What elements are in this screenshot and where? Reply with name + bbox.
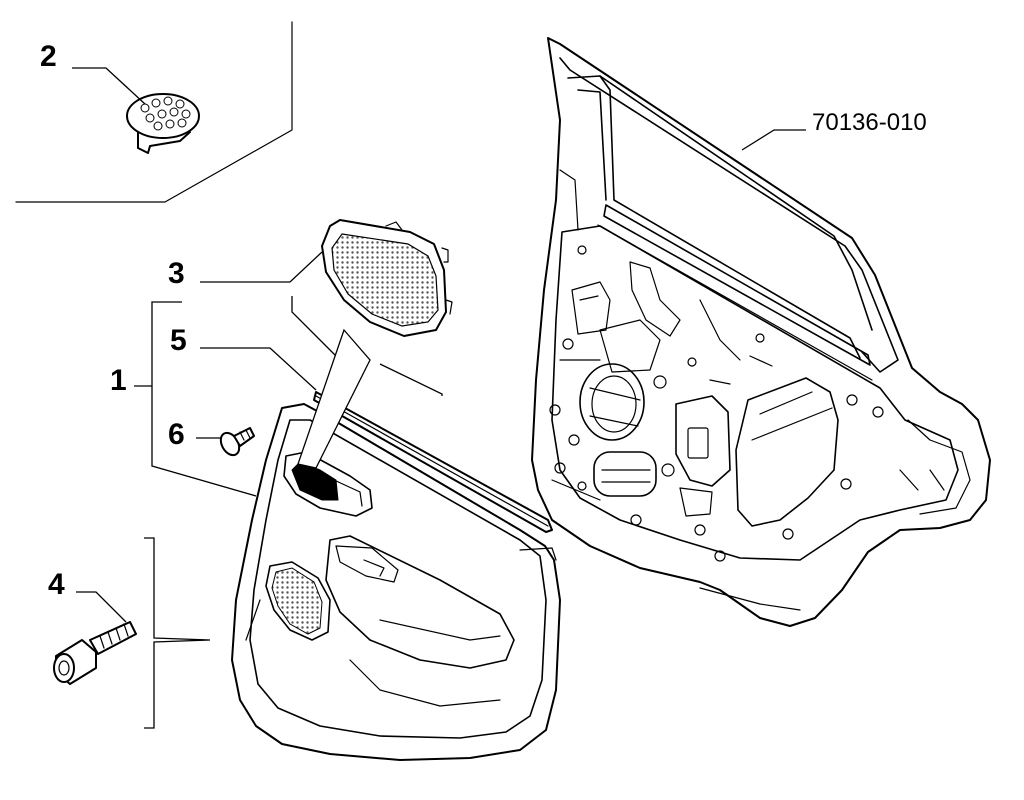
window-seal-strip-part bbox=[313, 391, 553, 533]
grille-projection-cone bbox=[297, 328, 371, 469]
door-shell-part bbox=[531, 37, 991, 627]
speaker-grille-part bbox=[321, 219, 453, 337]
grille-projection-right bbox=[379, 363, 443, 396]
leader-4 bbox=[76, 591, 127, 623]
callout-5: 5 bbox=[170, 324, 187, 357]
callout-6: 6 bbox=[168, 418, 185, 451]
bolt-part bbox=[53, 621, 137, 685]
leader-5 bbox=[200, 347, 317, 391]
reference-code: 70136-010 bbox=[812, 109, 927, 136]
callout-3: 3 bbox=[168, 257, 185, 290]
callout-2: 2 bbox=[40, 40, 57, 73]
retaining-clip-part bbox=[219, 427, 255, 457]
speaker-cap-part bbox=[126, 93, 200, 154]
grille-projection-left bbox=[291, 296, 345, 365]
leader-2 bbox=[72, 67, 146, 105]
callout-1: 1 bbox=[110, 364, 127, 397]
leader-ref bbox=[741, 129, 806, 151]
door-trim-panel-part bbox=[231, 403, 561, 761]
bracket-1 bbox=[151, 301, 257, 497]
bracket-4 bbox=[144, 537, 211, 729]
leader-3 bbox=[200, 251, 323, 283]
callout-4: 4 bbox=[48, 568, 65, 601]
inset-frame bbox=[15, 21, 293, 203]
